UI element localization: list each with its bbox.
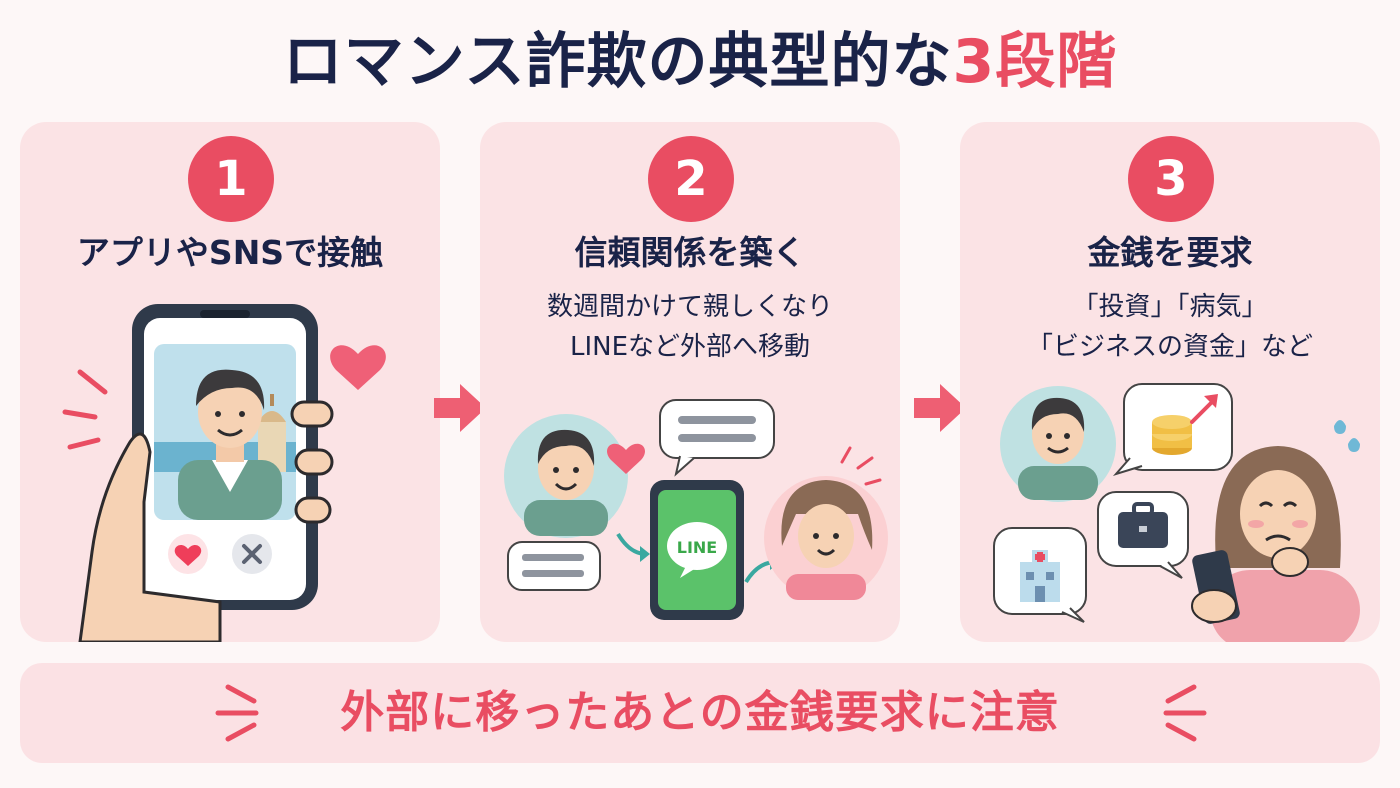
sparkle-icon [62,369,108,450]
investment-bubble [1112,383,1233,476]
step-3-description: 「投資」「病気」 「ビジネスの資金」など [960,287,1380,367]
hospital-bubble [993,527,1087,623]
business-bubble [1097,491,1189,579]
step-3-panel: 3 金銭を要求 「投資」「病気」 「ビジネスの資金」など [960,122,1380,642]
dating-app-phone-illustration [62,304,386,642]
step-3-desc-line1: 「投資」「病気」 [1072,292,1268,322]
step-3-heading: 金銭を要求 [1087,233,1253,272]
briefcase-icon [1118,502,1168,548]
trend-up-icon [1190,394,1218,424]
warning-banner: 外部に移ったあとの金銭要求に注意 [20,663,1380,763]
money-request-illustration [993,383,1360,642]
chat-move-illustration: LINE [504,399,888,620]
arrow-right-icon [434,384,486,432]
step-1-number: 1 [188,136,274,222]
hospital-icon [1020,550,1060,602]
chat-bubble-icon [507,541,601,591]
heart-icon [330,345,386,390]
sparkle-icon [1163,684,1207,742]
arrow-right-icon [914,384,966,432]
step-2-desc-line1: 数週間かけて親しくなり [546,292,833,322]
step-2-desc-line2: LINEなど外部へ移動 [569,332,811,362]
chat-bubble-icon [659,399,775,477]
step-1-panel: 1 アプリやSNSで接触 [20,122,440,642]
step-2-description: 数週間かけて親しくなり LINEなど外部へ移動 [480,287,900,367]
close-icon [242,544,262,564]
sparkle-icon [840,446,882,486]
step-1-heading: アプリやSNSで接触 [76,233,384,272]
line-app-label: LINE [677,538,717,557]
sweat-drops-icon [1334,420,1360,452]
coins-icon [1152,415,1192,455]
heart-icon [607,443,645,474]
warning-text: 外部に移ったあとの金銭要求に注意 [340,687,1060,738]
step-3-desc-line2: 「ビジネスの資金」など [1026,332,1313,362]
sparkle-icon [215,684,259,742]
page-title: ロマンス詐欺の典型的な3段階 [0,22,1400,102]
like-heart-icon [174,545,202,566]
worried-woman [1191,446,1360,642]
step-2-panel: 2 信頼関係を築く 数週間かけて親しくなり LINEなど外部へ移動 [480,122,900,642]
title-main: ロマンス詐欺の典型的な [282,27,953,97]
step-2-number: 2 [648,136,734,222]
title-accent: 3段階 [952,27,1118,97]
step-2-heading: 信頼関係を築く [574,233,806,272]
step-3-number: 3 [1128,136,1214,222]
